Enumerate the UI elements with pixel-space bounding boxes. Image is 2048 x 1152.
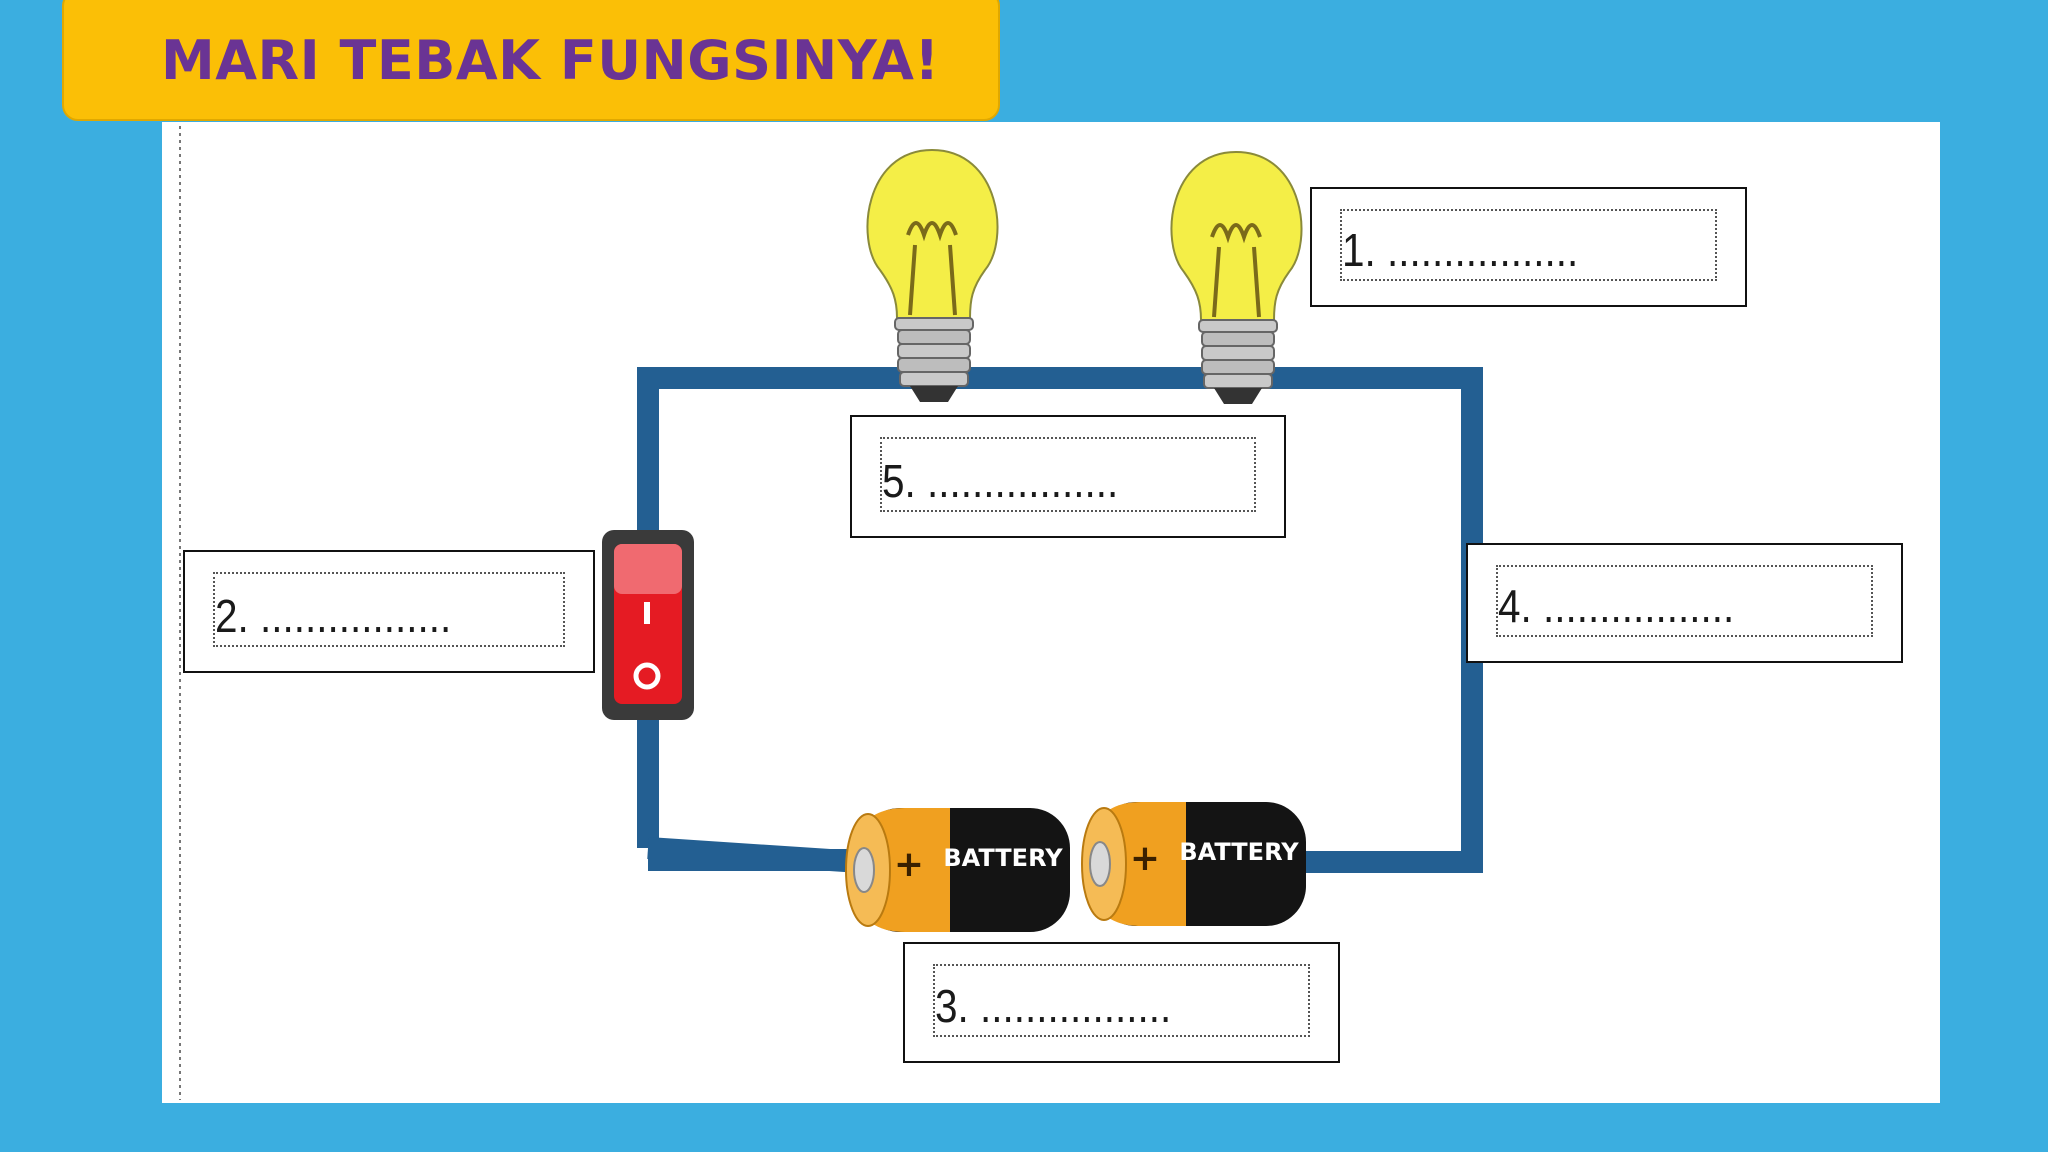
answer-field-2[interactable]: 2. ................. <box>213 572 565 647</box>
lamp-left-icon <box>866 148 999 402</box>
svg-text:BATTERY: BATTERY <box>943 844 1063 872</box>
label-box-5[interactable]: 5. ................. <box>850 415 1286 538</box>
label-box-1[interactable]: 1. ................. <box>1310 187 1747 307</box>
label-text-2: 2. ................. <box>215 590 452 642</box>
switch-icon <box>602 530 694 720</box>
svg-text:BATTERY: BATTERY <box>1179 838 1299 866</box>
battery-right-icon: + BATTERY <box>1081 802 1306 926</box>
answer-field-3[interactable]: 3. ................. <box>933 964 1310 1037</box>
page-title: MARI TEBAK FUNGSINYA! <box>161 29 940 92</box>
label-text-3: 3. ................. <box>935 980 1172 1032</box>
label-box-2[interactable]: 2. ................. <box>183 550 595 673</box>
label-text-5: 5. ................. <box>882 455 1119 507</box>
svg-text:+: + <box>894 844 924 885</box>
label-text-4: 4. ................. <box>1498 580 1735 632</box>
label-box-4[interactable]: 4. ................. <box>1466 543 1903 663</box>
label-box-3[interactable]: 3. ................. <box>903 942 1340 1063</box>
lamp-right-icon <box>1170 150 1303 404</box>
answer-field-1[interactable]: 1. ................. <box>1340 209 1717 281</box>
battery-left-icon: + BATTERY <box>845 808 1070 932</box>
label-text-1: 1. ................. <box>1342 224 1579 276</box>
answer-field-4[interactable]: 4. ................. <box>1496 565 1873 637</box>
title-banner: MARI TEBAK FUNGSINYA! <box>62 0 1000 121</box>
svg-text:+: + <box>1130 838 1160 879</box>
answer-field-5[interactable]: 5. ................. <box>880 437 1256 512</box>
